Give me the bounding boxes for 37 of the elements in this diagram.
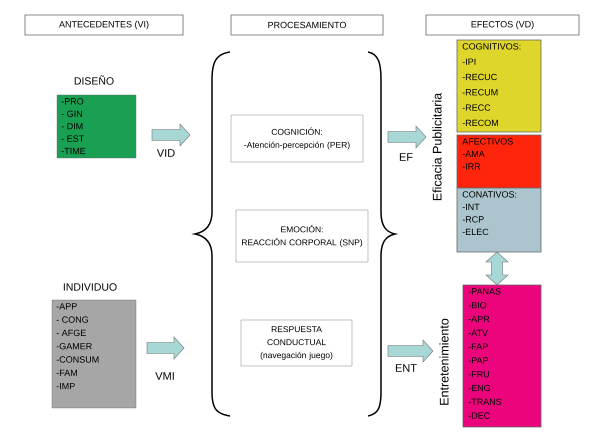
box-heading: INDIVIDUO	[64, 283, 117, 291]
rotated-label: Entretenimiento	[439, 318, 449, 405]
category-box: CONATIVOS: -INT -RCP -ELEC	[456, 188, 542, 252]
header-box: ANTECEDENTES (VI)	[24, 14, 184, 36]
category-box: COGNITIVOS: -IPI -RECUC -RECUM -RECC -RECOM	[456, 40, 542, 132]
node-label: - AFGE	[56, 330, 86, 336]
category-box: AFECTIVOS -AMA -IRR	[456, 134, 542, 188]
node-label: -TIME	[62, 148, 86, 154]
node-label: -IMP	[56, 382, 75, 390]
header-box: EFECTOS (VD)	[426, 14, 580, 36]
header-box: PROCESAMIENTO	[230, 14, 384, 36]
node-label: - EST	[62, 135, 84, 142]
box-heading: DISEÑO	[74, 75, 114, 85]
node-label: - DIM	[62, 123, 82, 130]
block-arrow	[388, 339, 434, 363]
node-label: -PRO	[62, 98, 84, 105]
variable-box: -APP - CONG - AFGE -GAMER -CONSUM -FAM -IMP	[52, 300, 136, 408]
edge-label: VID	[156, 149, 175, 157]
node-label: -FAM	[56, 370, 77, 376]
process-box: RESPUESTA CONDUCTUAL (navegación juego)	[240, 320, 352, 366]
block-arrow	[152, 123, 190, 147]
node-label: -APP	[56, 303, 77, 310]
variable-box: -PRO - GIN - DIM - EST -TIME	[56, 94, 136, 158]
block-arrow	[146, 336, 184, 360]
edge-label: EF	[400, 153, 413, 161]
node-label: -CONSUM	[56, 356, 98, 363]
block-arrow	[485, 252, 509, 286]
node-label: - GIN	[62, 110, 82, 117]
block-arrow	[388, 125, 426, 149]
node-label: -GAMER	[56, 342, 92, 350]
process-box: COGNICIÓN: -Atención-percepción (PER)	[230, 114, 364, 162]
process-box: EMOCIÓN: REACCIÓN CORPORAL (SNP)	[236, 210, 368, 262]
node-label: - CONG	[56, 316, 88, 323]
category-box: -PANAS -BIO -APR -ATV -FAP -PAP -FRU -ENG -TRANS -DEC	[462, 284, 542, 428]
rotated-label: Eficacia Publicitaria	[432, 92, 442, 200]
edge-label: ENT	[396, 364, 417, 372]
edge-label: VMI	[155, 372, 174, 380]
